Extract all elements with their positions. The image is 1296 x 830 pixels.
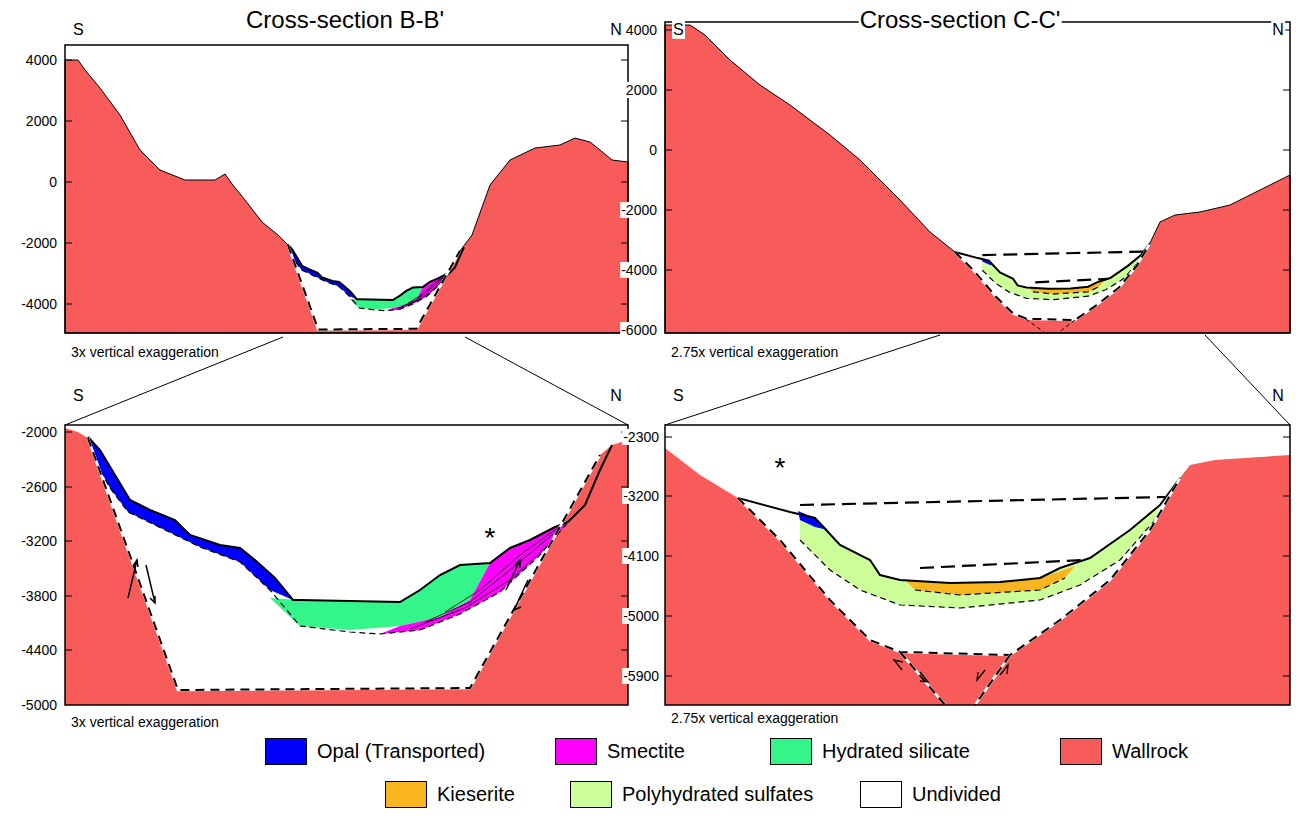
zoom-c-part	[900, 652, 1010, 705]
overview-b-part	[65, 45, 628, 333]
overview-b-part	[288, 245, 464, 330]
zoom-b-part	[65, 425, 628, 705]
axis-tick: -3800	[20, 588, 58, 604]
axis-tick: -2000	[20, 424, 58, 440]
legend-item: Undivided	[860, 781, 1001, 808]
legend-text: Opal (Transported)	[317, 740, 485, 763]
zoom-c-part	[665, 448, 1290, 705]
legend-text: Kieserite	[437, 783, 515, 806]
zoom-b-part	[128, 560, 528, 610]
overview-c-part	[955, 243, 1150, 320]
axis-tick: 0	[48, 174, 58, 190]
axis-tick: -4000	[620, 262, 658, 278]
legend-text: Wallrock	[1112, 740, 1188, 763]
legend-item: Kieserite	[385, 781, 515, 808]
overview-c	[665, 22, 1290, 333]
zoom-b-part	[65, 428, 628, 705]
legend-item: Smectite	[555, 738, 685, 765]
panel-title: Cross-section B-B'	[245, 6, 445, 34]
axis-tick: -6000	[620, 322, 658, 338]
legend-item: Opal (Transported)	[265, 738, 485, 765]
axis-tick: 2000	[625, 82, 658, 98]
exaggeration-note: 2.75x vertical exaggeration	[670, 710, 839, 726]
legend-item: Polyhydrated sulfates	[570, 781, 813, 808]
legend-item: Wallrock	[1060, 738, 1188, 765]
axis-tick: -4000	[20, 296, 58, 312]
overview-c-part	[665, 25, 1290, 333]
exaggeration-note: 3x vertical exaggeration	[70, 714, 220, 730]
compass-label: N	[1271, 21, 1285, 39]
axis-tick: 0	[648, 142, 658, 158]
axis-tick: -5000	[622, 608, 660, 624]
asterisk-marker: *	[484, 522, 497, 554]
zoom-c-part	[665, 437, 1290, 676]
zoom-c-part	[900, 652, 1010, 705]
compass-label: N	[609, 387, 623, 405]
zoom-guide-line	[65, 335, 1290, 425]
panel-title: Cross-section C-C'	[859, 6, 1062, 34]
zoom-b-part	[88, 437, 612, 690]
axis-tick: -5000	[20, 697, 58, 713]
exaggeration-note: 3x vertical exaggeration	[70, 344, 220, 360]
legend-swatch	[860, 781, 902, 808]
overview-c-part	[665, 22, 1290, 333]
axis-tick: -4400	[20, 642, 58, 658]
axis-tick: -4100	[622, 548, 660, 564]
zoom-c	[665, 425, 1290, 705]
axis-tick: -5900	[622, 668, 660, 684]
zoom-b-part	[65, 432, 628, 650]
axis-tick: -2600	[20, 479, 58, 495]
compass-label: S	[72, 21, 85, 39]
axis-tick: -2000	[20, 235, 58, 251]
overview-b-part	[65, 60, 628, 333]
overview-c-part	[1026, 319, 1075, 333]
axis-tick: -2300	[622, 429, 660, 445]
legend-swatch	[1060, 738, 1102, 765]
zoom-b	[65, 425, 628, 705]
zoom-c-part	[738, 478, 1180, 655]
legend-text: Hydrated silicate	[822, 740, 970, 763]
overview-b	[65, 45, 628, 333]
legend-swatch	[570, 781, 612, 808]
zoom-c-part	[894, 660, 1008, 682]
legend-swatch	[770, 738, 812, 765]
compass-label: S	[72, 387, 85, 405]
axis-tick: -3200	[20, 533, 58, 549]
exaggeration-note: 2.75x vertical exaggeration	[670, 344, 839, 360]
asterisk-marker: *	[774, 452, 787, 484]
axis-tick: 2000	[25, 113, 58, 129]
legend-item: Hydrated silicate	[770, 738, 970, 765]
compass-label: N	[1271, 387, 1285, 405]
legend-text: Polyhydrated sulfates	[622, 783, 813, 806]
axis-tick: -2000	[620, 202, 658, 218]
legend-swatch	[555, 738, 597, 765]
axis-tick: 4000	[625, 22, 658, 38]
zoom-c-part	[665, 425, 1290, 705]
axis-tick: 4000	[25, 52, 58, 68]
compass-label: N	[609, 21, 623, 39]
legend-text: Undivided	[912, 783, 1001, 806]
legend-text: Smectite	[607, 740, 685, 763]
compass-label: S	[672, 21, 685, 39]
legend-swatch	[265, 738, 307, 765]
overview-b-part	[65, 60, 628, 304]
overview-c-part	[665, 30, 1290, 270]
axis-tick: -3200	[622, 488, 660, 504]
compass-label: S	[672, 387, 685, 405]
legend-swatch	[385, 781, 427, 808]
